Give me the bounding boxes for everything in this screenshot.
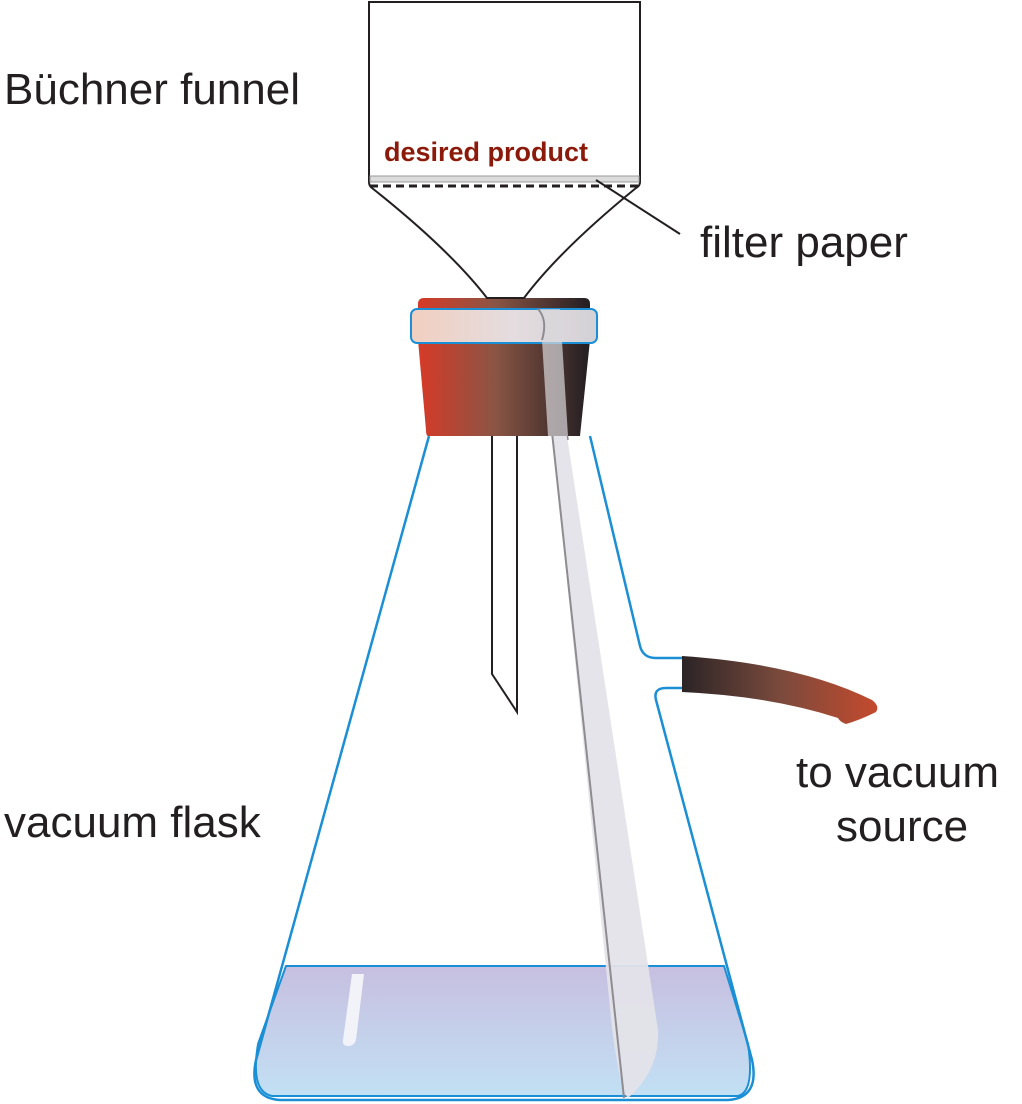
flask-liquid (254, 965, 751, 1097)
funnel-stem (491, 436, 518, 716)
label-desired-product: desired product (384, 137, 588, 167)
glass-reflection (342, 974, 364, 1046)
label-vacuum-flask: vacuum flask (4, 798, 262, 847)
label-vacuum-source-line2: source (836, 802, 968, 851)
label-vacuum-source-line1: to vacuum (796, 748, 999, 797)
label-buchner-funnel: Büchner funnel (4, 65, 300, 114)
rubber-stopper-icon (410, 298, 598, 436)
vacuum-hose-icon (682, 656, 878, 724)
buchner-funnel-icon (368, 1, 641, 299)
filter-paper-sheet (369, 175, 640, 183)
filter-paper-leader (595, 179, 681, 235)
flask-body (253, 435, 755, 1102)
label-filter-paper: filter paper (700, 218, 908, 267)
